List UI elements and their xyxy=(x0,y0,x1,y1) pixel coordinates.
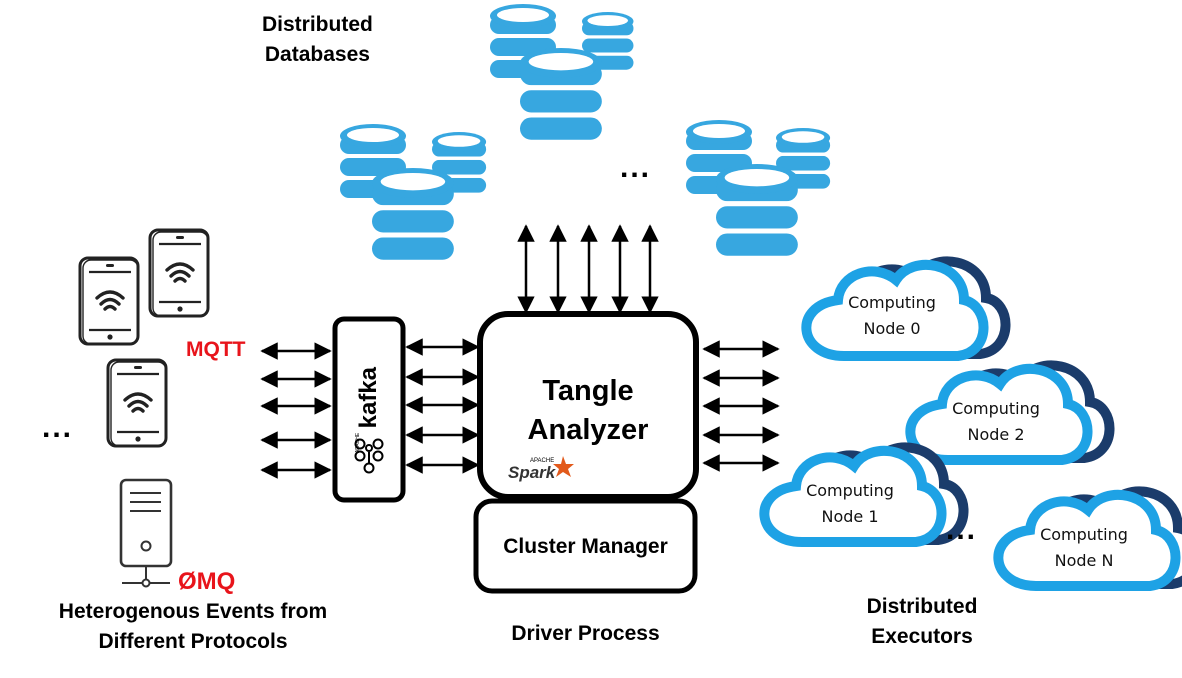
zeromq-label: ØMQ xyxy=(178,568,236,595)
title-line: Tangle xyxy=(542,375,634,407)
label-line: Different Protocols xyxy=(98,630,288,653)
tablet-wifi-icon xyxy=(148,228,210,318)
heterogenous-events-label: Heterogenous Events from Different Proto… xyxy=(44,597,342,657)
cloud-label-line: Node 2 xyxy=(967,425,1025,444)
kafka-wordmark: APACHE kafka xyxy=(355,367,383,453)
kafka-broker xyxy=(332,316,406,503)
executors-ellipsis: ... xyxy=(946,513,978,546)
databases-ellipsis: ... xyxy=(620,151,652,184)
cloud-label-line: Node 0 xyxy=(863,319,921,338)
kafka-analyzer-arrows xyxy=(405,338,480,474)
server-icon xyxy=(119,478,173,588)
label-line: Distributed xyxy=(866,595,978,618)
tangle-analyzer-box xyxy=(477,311,699,500)
analyzer-database-arrows xyxy=(517,224,659,314)
kafka-apache-text: APACHE xyxy=(355,432,361,454)
database-cluster-right xyxy=(683,120,833,256)
kafka-logo xyxy=(354,438,384,474)
kafka-name-text: kafka xyxy=(355,366,382,429)
database-cluster-top xyxy=(487,4,636,140)
database-icon xyxy=(712,164,802,256)
computing-node-2-label: Computing Node 2 xyxy=(916,396,1076,448)
cloud-label-line: Node N xyxy=(1054,551,1114,570)
label-line: Executors xyxy=(871,625,973,648)
cluster-manager-box xyxy=(473,498,698,594)
computing-node-1-label: Computing Node 1 xyxy=(770,478,930,530)
database-icon xyxy=(368,168,458,260)
label-line: Databases xyxy=(264,43,370,66)
cloud-label-line: Computing xyxy=(848,293,936,312)
label-line: Distributed xyxy=(262,13,373,36)
source-kafka-arrows xyxy=(260,342,332,479)
tablet-wifi-icon xyxy=(78,256,140,346)
title-line: Analyzer xyxy=(527,414,649,446)
cluster-manager-label: Cluster Manager xyxy=(503,535,668,558)
mqtt-label: MQTT xyxy=(186,338,246,361)
tangle-analyzer-title: Tangle Analyzer xyxy=(480,372,696,450)
cloud-label-line: Computing xyxy=(806,481,894,500)
cloud-label-line: Computing xyxy=(952,399,1040,418)
cloud-label-line: Computing xyxy=(1040,525,1128,544)
database-icon xyxy=(516,48,606,140)
distributed-executors-label: Distributed Executors xyxy=(840,592,1004,652)
spark-logo xyxy=(553,456,574,477)
computing-node-0-label: Computing Node 0 xyxy=(812,290,972,342)
tablet-wifi-icon xyxy=(106,358,168,448)
distributed-databases-label: Distributed Databases xyxy=(262,10,373,70)
driver-process-label: Driver Process xyxy=(511,622,660,645)
database-cluster-left xyxy=(337,124,489,260)
spark-apache-text: APACHE xyxy=(530,458,555,464)
label-line: Heterogenous Events from xyxy=(58,600,328,623)
event-sources xyxy=(78,228,210,588)
analyzer-executor-arrows xyxy=(702,340,780,472)
spark-name-text: Spark xyxy=(508,463,556,482)
sources-ellipsis: ... xyxy=(42,411,74,444)
cloud-label-line: Node 1 xyxy=(821,507,879,526)
computing-node-n-label: Computing Node N xyxy=(1004,522,1164,574)
